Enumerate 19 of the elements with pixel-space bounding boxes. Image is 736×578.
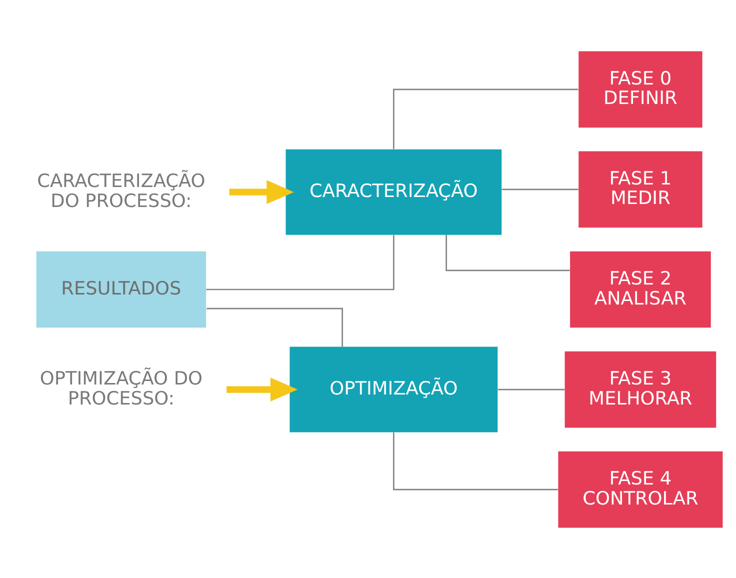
node-box: FASE 0 DEFINIR — [578, 50, 702, 128]
connector — [206, 234, 394, 290]
node-box: FASE 3 MELHORAR — [564, 350, 716, 428]
node-box: FASE 2 ANALISAR — [570, 250, 711, 328]
connector — [502, 188, 578, 190]
node-text: OPTIMIZAÇÃO DO PROCESSO: — [40, 368, 202, 409]
node-box: FASE 4 CONTROLAR — [558, 450, 723, 528]
connector — [446, 234, 570, 271]
connector — [206, 307, 343, 346]
node-box: OPTIMIZAÇÃO — [290, 346, 498, 432]
node-box: FASE 1 MEDIR — [578, 150, 702, 228]
node-box: RESULTADOS — [36, 250, 206, 328]
connector — [393, 432, 558, 490]
node-text: CARACTERIZAÇÃO DO PROCESSO: — [37, 170, 206, 212]
arrow — [226, 377, 298, 401]
node-box: CARACTERIZAÇÃO — [286, 148, 502, 234]
arrow — [229, 180, 294, 204]
connector — [498, 388, 565, 390]
connector — [393, 88, 578, 149]
